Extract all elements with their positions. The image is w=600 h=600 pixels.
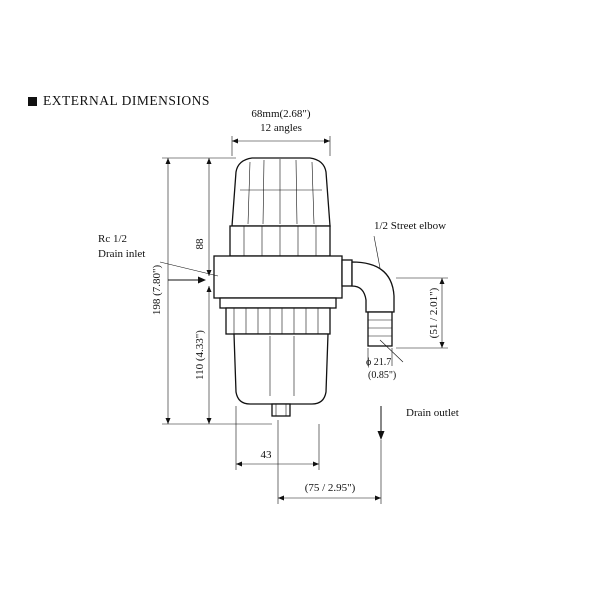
dim-upper-height-label: 88 <box>194 238 206 250</box>
dim-elbow-height-label: (51 / 2.01") <box>428 287 440 338</box>
dim-offset: (75 / 2.95") <box>277 420 382 504</box>
dim-pipe-diameter-label: ϕ 21.7 <box>366 357 391 368</box>
dim-top-width-label: 68mm(2.68") <box>251 108 311 120</box>
section-title: EXTERNAL DIMENSIONS <box>43 93 210 108</box>
bullet-square-icon <box>28 96 37 106</box>
callout-street-elbow: 1/2 Street elbow <box>373 220 446 269</box>
dim-bowl-width: 43 <box>235 406 320 470</box>
drain-trap-drawing <box>213 157 395 417</box>
dim-pipe-diameter-in-label: (0.85") <box>368 370 396 381</box>
dim-offset-label: (75 / 2.95") <box>305 482 356 494</box>
inlet-label-line1: Rc 1/2 <box>98 233 127 245</box>
inlet-label-line2: Drain inlet <box>98 248 145 260</box>
dim-overall-height: 198 (7.80") <box>151 157 272 425</box>
dim-elbow-height: (51 / 2.01") <box>396 277 448 349</box>
dim-upper-height: 88 <box>194 158 212 276</box>
dim-overall-height-label: 198 (7.80") <box>151 265 163 316</box>
dim-top-angles-label: 12 angles <box>260 122 302 134</box>
section-header: EXTERNAL DIMENSIONS <box>28 93 210 109</box>
dim-lower-height-label: 110 (4.33") <box>194 330 206 380</box>
dim-pipe-diameter: ϕ 21.7 (0.85") <box>366 339 404 381</box>
dim-top-width: 68mm(2.68") 12 angles <box>231 108 331 156</box>
outlet-label: Drain outlet <box>406 407 459 419</box>
dim-bowl-width-label: 43 <box>261 449 273 461</box>
dim-lower-height: 110 (4.33") <box>194 286 212 424</box>
callout-drain-inlet: Rc 1/2 Drain inlet <box>98 233 219 284</box>
callout-drain-outlet: Drain outlet <box>377 406 459 440</box>
outlet-arrow-icon <box>377 431 385 440</box>
elbow-label: 1/2 Street elbow <box>374 220 446 232</box>
inlet-arrow-icon <box>198 276 206 284</box>
